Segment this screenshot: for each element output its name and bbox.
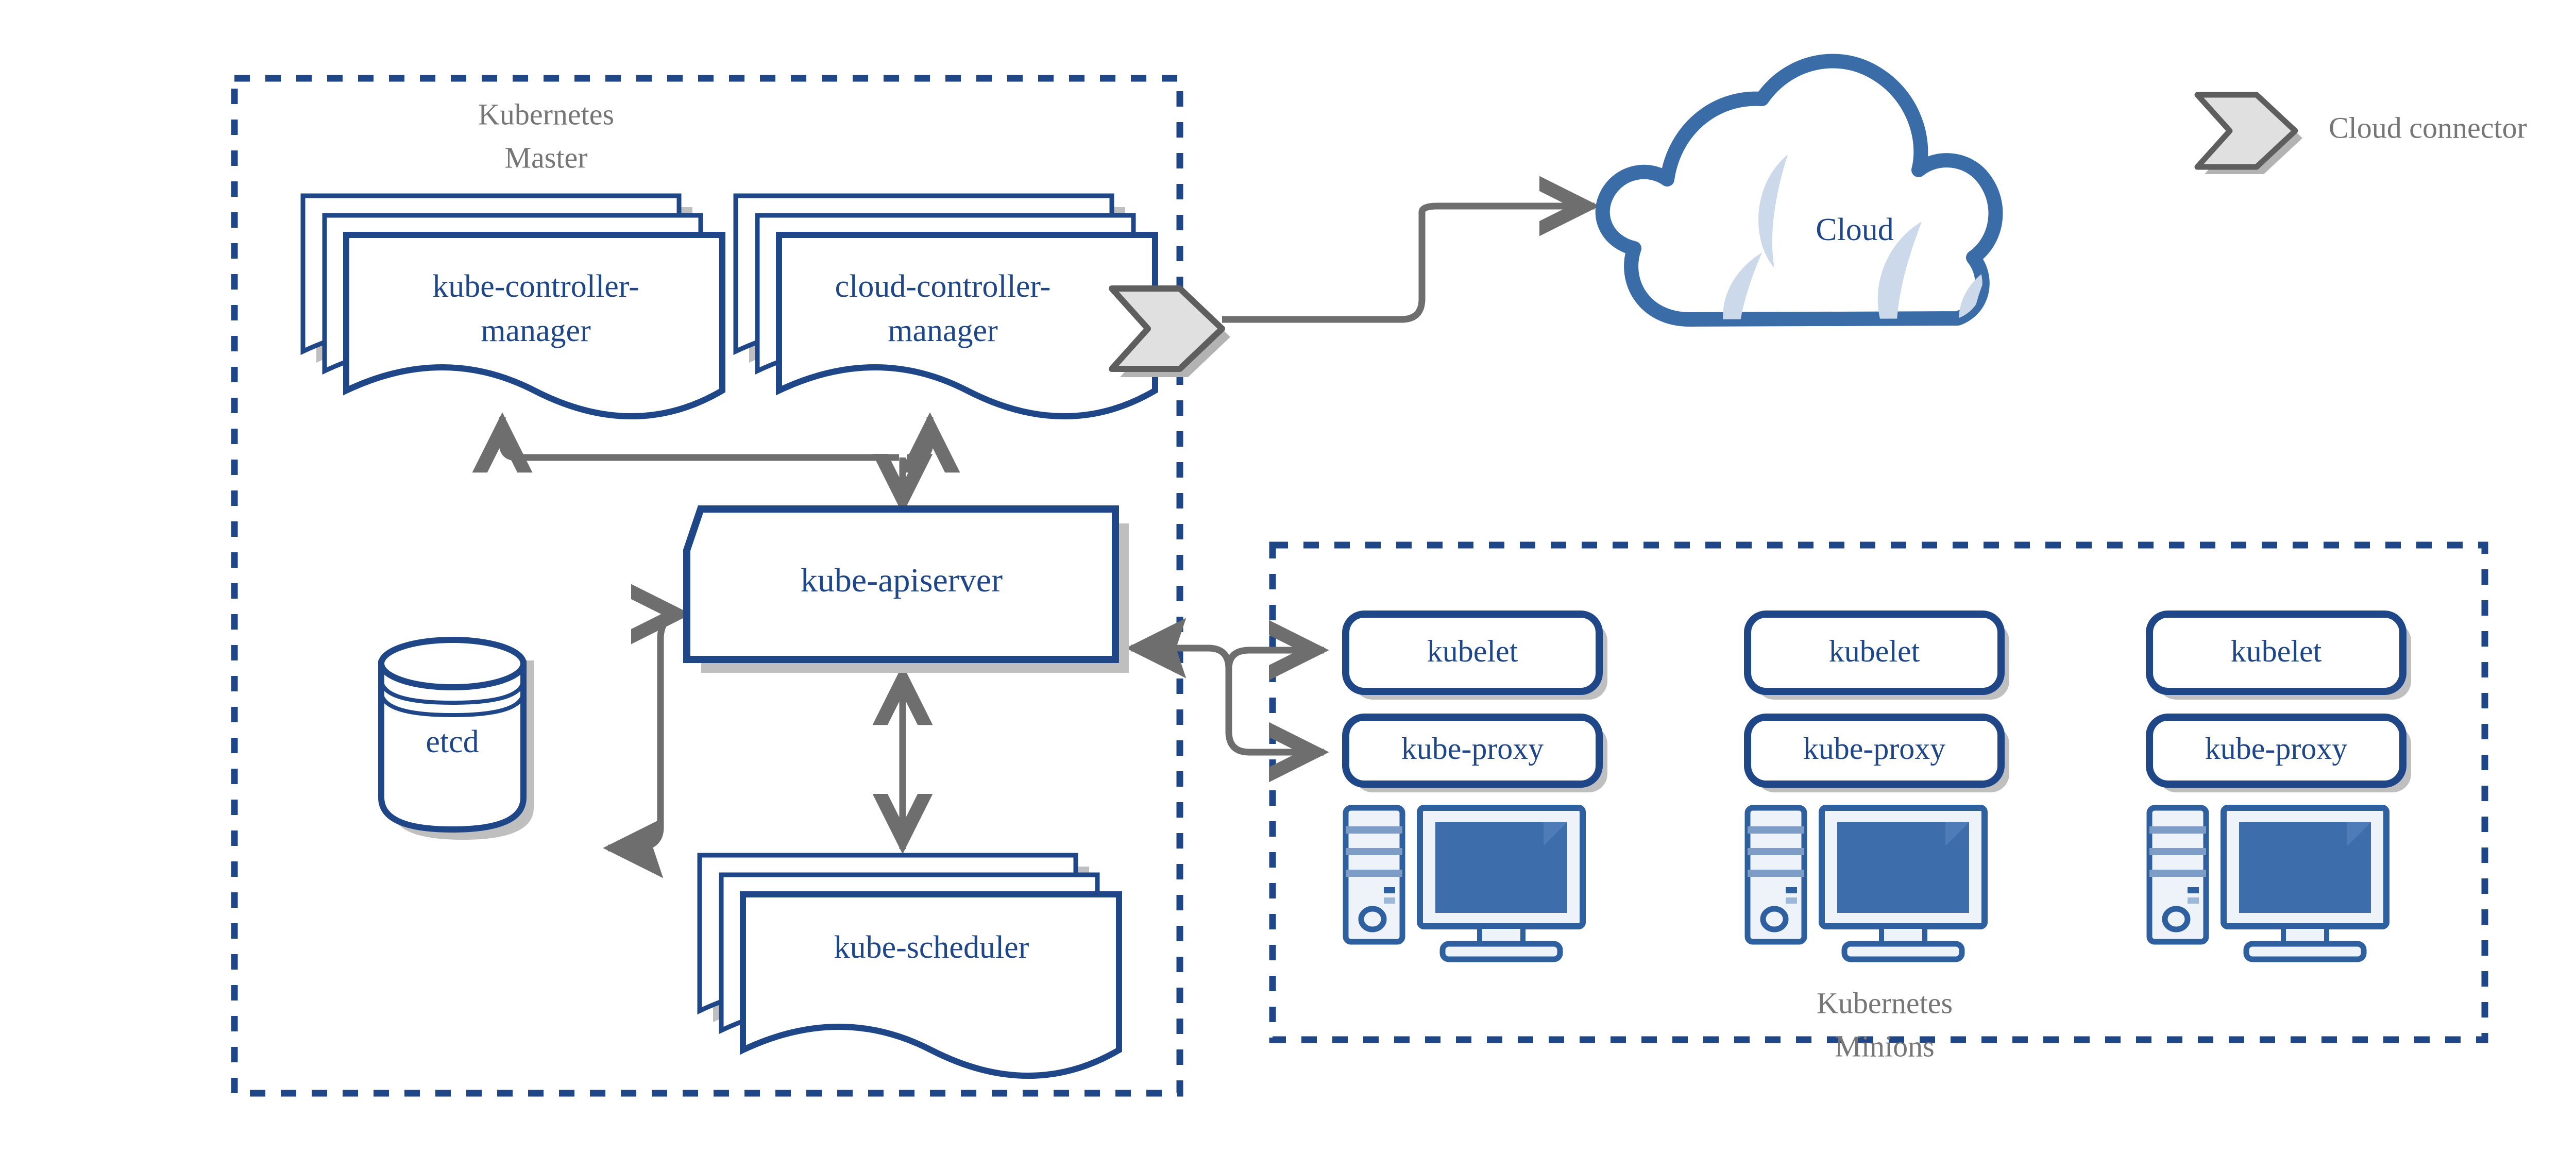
legend-cloud-connector-label: Cloud connector (2329, 111, 2527, 144)
minion-2-power-button (1760, 906, 1789, 932)
minion-2-monitor-stand (1841, 941, 1965, 962)
kube-controller-manager-label-line2: manager (481, 313, 591, 348)
cloud-controller-manager-label-line1: cloud-controller- (835, 269, 1051, 304)
master-dashed-border (231, 75, 1183, 1097)
minion-1-computer-icon (1343, 805, 1586, 962)
minion-2-kube-proxy-label: kube-proxy (1803, 732, 1946, 766)
cloud-shape (1595, 54, 2003, 327)
node-kube-apiserver[interactable]: kube-apiserver (683, 505, 1129, 673)
minion-2-kubelet-label: kubelet (1829, 634, 1920, 668)
minions-group-label-line2: Minions (1835, 1029, 1934, 1063)
minion-3-kubelet-box[interactable] (2146, 611, 2406, 695)
cloud-connector-chevron-shape (1109, 285, 1225, 372)
group-kubernetes-minions: Kubernetes Minions (1269, 541, 2488, 1063)
minion-node-1: kubelet kube-proxy (1342, 611, 1607, 962)
kube-apiserver-shape (683, 505, 1119, 663)
minion-node-3: kubelet kube-proxy (2146, 611, 2411, 962)
master-group-label-line1: Kubernetes (478, 97, 614, 131)
master-group-label-line2: Master (504, 141, 587, 174)
cloud-connector-icon[interactable] (1109, 285, 1230, 377)
etcd-label: etcd (426, 724, 479, 759)
node-cloud[interactable]: Cloud (1595, 54, 2003, 361)
minion-3-kubelet-label: kubelet (2231, 634, 2322, 668)
ks-sheet-front (740, 891, 1122, 1079)
connector-layer (472, 176, 1600, 878)
cloud-controller-manager-label-line2: manager (888, 313, 998, 348)
etcd-disc-ring-1 (379, 679, 526, 705)
cloud-label: Cloud (1816, 212, 1894, 247)
minion-1-kubelet-box[interactable] (1342, 611, 1603, 695)
etcd-cylinder-body (378, 660, 527, 833)
minions-dashed-border (1269, 541, 2488, 1043)
minion-1-monitor-stand (1439, 941, 1563, 962)
minion-2-kube-proxy-box[interactable] (1744, 714, 2005, 788)
kube-scheduler-label: kube-scheduler (834, 930, 1029, 965)
ccm-sheet-front (776, 232, 1158, 419)
node-kube-controller-manager[interactable]: kube-controller- manager (300, 193, 725, 419)
minion-2-kubelet-box[interactable] (1744, 611, 2005, 695)
connector-apiserver-etcd (603, 584, 691, 878)
legend-cloud-connector: Cloud connector (2194, 92, 2527, 174)
minion-node-2: kubelet kube-proxy (1744, 611, 2009, 962)
kube-apiserver-label: kube-apiserver (801, 562, 1003, 599)
node-kube-scheduler[interactable]: kube-scheduler (697, 853, 1122, 1079)
minion-2-computer-icon (1744, 805, 1988, 962)
kube-controller-manager-label-line1: kube-controller- (432, 269, 639, 304)
etcd-cylinder-top (378, 637, 527, 690)
connector-apiserver-cloud-controller-manager (900, 412, 960, 473)
connector-apiserver-kube-proxy (1131, 645, 1324, 756)
node-cloud-controller-manager[interactable]: cloud-controller- manager (733, 193, 1158, 419)
connector-apiserver-kube-controller-manager (472, 412, 899, 473)
minion-3-kube-proxy-box[interactable] (2146, 714, 2406, 788)
connector-apiserver-kubelet (1225, 647, 1324, 669)
etcd-disc-ring-2 (379, 691, 526, 718)
minion-1-kube-proxy-label: kube-proxy (1401, 732, 1544, 766)
kcm-sheet-front (343, 232, 725, 419)
minion-1-kube-proxy-box[interactable] (1342, 714, 1603, 788)
connector-cloud-controller-to-cloud (1222, 176, 1600, 323)
minion-3-power-button (2162, 906, 2191, 932)
minion-1-power-button (1358, 906, 1387, 932)
minions-group-label-line1: Kubernetes (1817, 986, 1953, 1020)
minion-3-kube-proxy-label: kube-proxy (2205, 732, 2348, 766)
minion-3-monitor-stand (2243, 941, 2367, 962)
minion-3-computer-icon (2146, 805, 2389, 962)
node-etcd[interactable]: etcd (378, 637, 534, 840)
minion-1-kubelet-label: kubelet (1427, 634, 1518, 668)
legend-cloud-connector-icon (2194, 92, 2298, 170)
group-kubernetes-master: Kubernetes Master (231, 75, 1183, 1097)
